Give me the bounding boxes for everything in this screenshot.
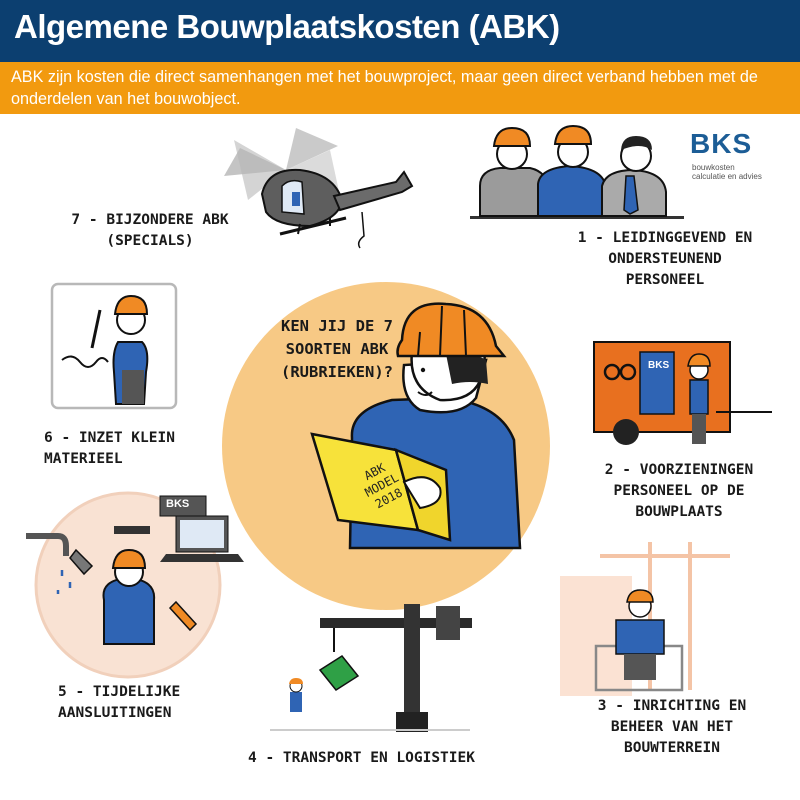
bks-logo-tagline: bouwkosten calculatie en advies — [692, 163, 762, 181]
bks-logo: BKS bouwkosten calculatie en advies — [690, 128, 800, 188]
category-5-label: 5 - TIJDELIJKE AANSLUITINGEN — [58, 684, 181, 721]
center-worker-illustration — [310, 302, 522, 550]
crane-illustration — [270, 604, 472, 732]
helicopter-illustration — [224, 128, 414, 249]
staff-illustration — [470, 124, 684, 219]
site-layout-illustration — [560, 542, 730, 696]
category-2-label: 2 - VOORZIENINGEN PERSONEEL OP DE BOUWPL… — [604, 462, 754, 520]
category-7-label: 7 - BIJZONDERE ABK (SPECIALS) — [71, 212, 229, 249]
site-cabin-illustration — [593, 341, 772, 445]
van-label: BKS — [648, 360, 670, 371]
category-6-label: 6 - INZET KLEIN MATERIEEL — [44, 430, 175, 467]
subtitle-bar: ABK zijn kosten die direct samenhangen m… — [0, 62, 800, 114]
category-3-label: 3 - INRICHTING EN BEHEER VAN HET BOUWTER… — [597, 698, 747, 756]
category-1-label: 1 - LEIDINGGEVEND EN ONDERSTEUNEND PERSO… — [577, 230, 753, 288]
page-title: Algemene Bouwplaatskosten (ABK) — [14, 8, 560, 45]
page-subtitle: ABK zijn kosten die direct samenhangen m… — [11, 68, 758, 108]
illustration — [26, 124, 772, 732]
category-4-label: 4 - TRANSPORT EN LOGISTIEK — [248, 750, 475, 766]
tools-illustration — [50, 282, 178, 410]
center-question: KEN JIJ DE 7 SOORTEN ABK (RUBRIEKEN)? — [281, 317, 393, 381]
header-bar: Algemene Bouwplaatskosten (ABK) — [0, 0, 800, 62]
laptop-label: BKS — [166, 498, 190, 510]
utilities-illustration — [26, 495, 244, 645]
bks-logo-wordmark: BKS — [690, 128, 753, 159]
